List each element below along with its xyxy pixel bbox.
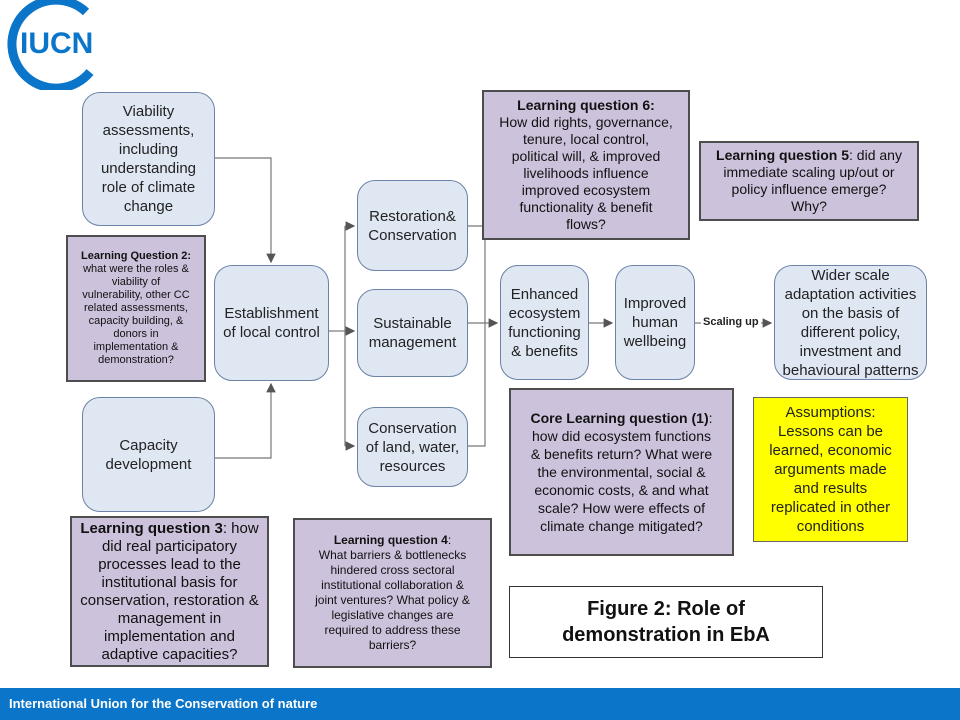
learning-question-4-box: Learning question 4:What barriers & bott… bbox=[293, 518, 492, 668]
capacity-development-box: Capacity development bbox=[82, 397, 215, 512]
logo-text: IUCN bbox=[20, 27, 94, 60]
footer-bar: International Union for the Conservation… bbox=[0, 688, 960, 720]
lq6-title: Learning question 6: bbox=[517, 97, 655, 113]
core-lq-text: : how did ecosystem functions & benefits… bbox=[530, 410, 713, 534]
wider-scale-box: Wider scale adaptation activities on the… bbox=[774, 265, 927, 380]
enhanced-ecosystem-box: Enhanced ecosystem functioning & benefit… bbox=[500, 265, 589, 380]
lq2-text: what were the roles & viability of vulne… bbox=[82, 263, 190, 366]
connector-arrows bbox=[215, 157, 773, 459]
establishment-box: Establishment of local control bbox=[214, 265, 329, 381]
assumptions-box: Assumptions: Lessons can be learned, eco… bbox=[753, 397, 908, 542]
iucn-logo: IUCN bbox=[0, 0, 105, 93]
restoration-conservation-box: Restoration& Conservation bbox=[357, 180, 468, 271]
lq3-text: : how did real participatory processes l… bbox=[80, 519, 259, 663]
conservation-land-box: Conservation of land, water, resources bbox=[357, 407, 468, 487]
viability-assessments-box: Viability assessments, including underst… bbox=[82, 92, 215, 226]
learning-question-5-box: Learning question 5: did any immediate s… bbox=[699, 141, 919, 221]
lq3-title: Learning question 3 bbox=[80, 519, 223, 537]
learning-question-3-box: Learning question 3: how did real partic… bbox=[70, 516, 269, 667]
figure-caption: Figure 2: Role of demonstration in EbA bbox=[509, 586, 823, 658]
lq5-text: : did any immediate scaling up/out or po… bbox=[723, 147, 902, 214]
scaling-up-label: Scaling up bbox=[703, 316, 759, 328]
footer-text: International Union for the Conservation… bbox=[9, 696, 318, 711]
lq4-colon: : bbox=[447, 533, 452, 547]
logo-ring-icon bbox=[7, 0, 94, 93]
learning-question-2-box: Learning Question 2:what were the roles … bbox=[66, 235, 206, 382]
lq4-title: Learning question 4 bbox=[333, 533, 448, 547]
core-learning-question-box: Core Learning question (1): how did ecos… bbox=[509, 388, 734, 556]
lq4-text: What barriers & bottlenecks hindered cro… bbox=[315, 548, 470, 652]
lq6-text: How did rights, governance, tenure, loca… bbox=[499, 114, 673, 232]
core-lq-title: Core Learning question (1) bbox=[530, 410, 709, 426]
lq5-title: Learning question 5 bbox=[716, 147, 850, 163]
sustainable-management-box: Sustainable management bbox=[357, 289, 468, 377]
lq2-title: Learning Question 2: bbox=[80, 250, 191, 262]
learning-question-6-box: Learning question 6:How did rights, gove… bbox=[482, 90, 690, 240]
improved-wellbeing-box: Improved human wellbeing bbox=[615, 265, 695, 380]
